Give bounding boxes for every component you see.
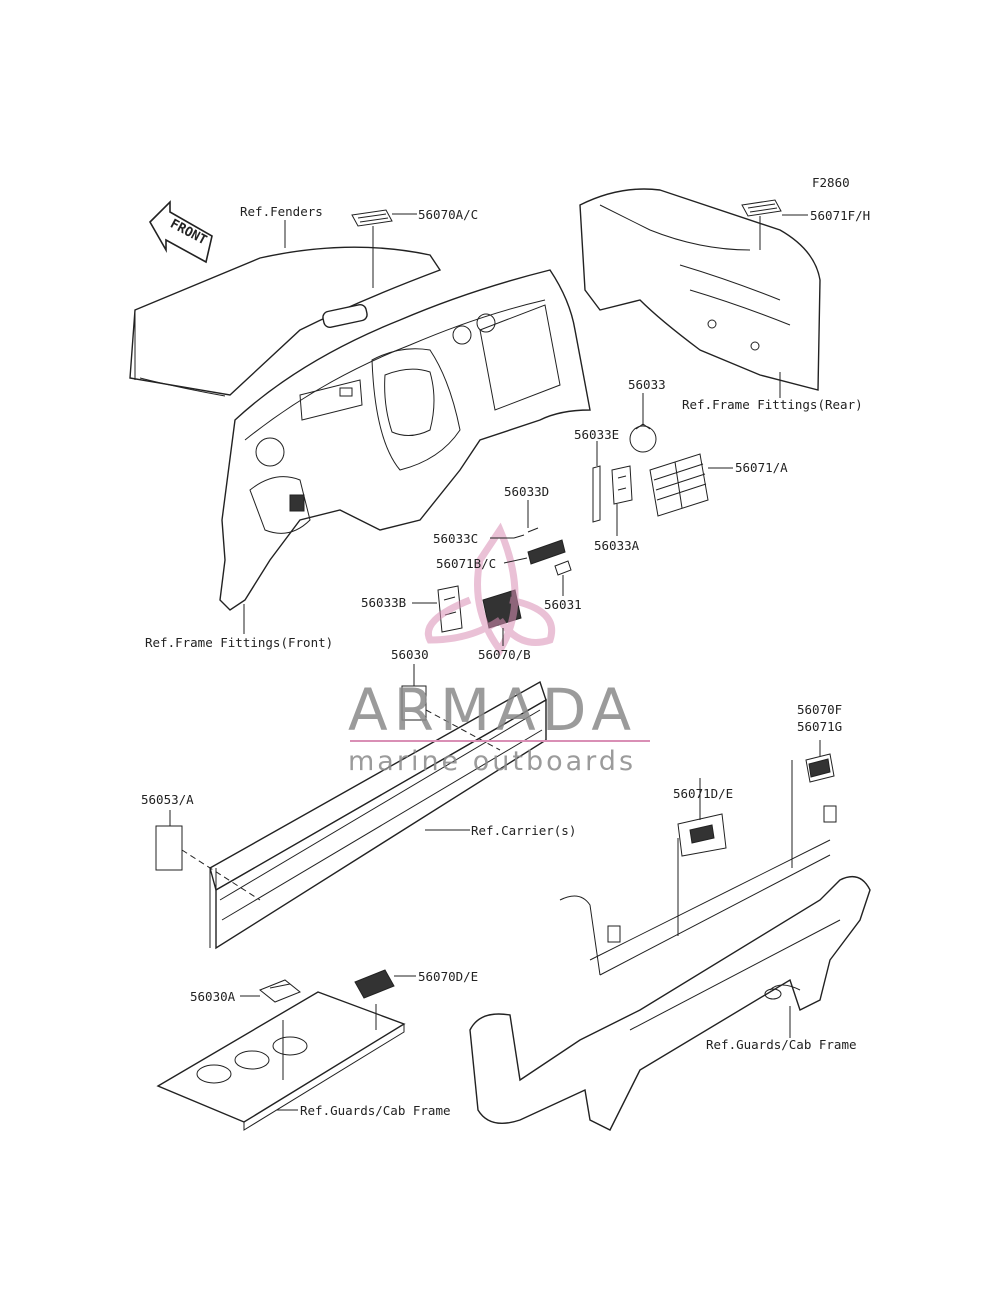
ref-carrier-label: Ref.Carrier(s) xyxy=(471,823,576,838)
part-label-56033E: 56033E xyxy=(574,427,619,442)
decal-56071DE xyxy=(677,813,727,857)
decal-56030A xyxy=(259,979,301,1003)
part-label-56071G: 56071G xyxy=(797,719,842,734)
watermark-logo xyxy=(425,522,555,657)
part-label-56031: 56031 xyxy=(544,597,582,612)
ref-frame-front-label: Ref.Frame Fittings(Front) xyxy=(145,635,333,650)
decal-56033E xyxy=(592,465,601,523)
watermark-brand: ARMADA xyxy=(348,676,637,744)
decal-56033A xyxy=(611,465,633,505)
skid-plate-part xyxy=(156,991,406,1131)
figure-code: F2860 xyxy=(812,175,850,190)
decal-56033D xyxy=(527,527,539,533)
watermark-tagline: marine outboards xyxy=(348,746,636,777)
guard-frame-part xyxy=(469,805,871,1131)
decal-56071A xyxy=(649,453,709,517)
decal-56070AC xyxy=(351,209,393,227)
decal-56033C xyxy=(513,534,525,539)
part-label-56071BC: 56071B/C xyxy=(436,556,496,571)
decal-56070F-56071G xyxy=(805,753,835,783)
part-label-56071A: 56071/A xyxy=(735,460,788,475)
part-label-56053A: 56053/A xyxy=(141,792,194,807)
part-label-56071FH: 56071F/H xyxy=(810,208,870,223)
part-label-56070AC: 56070A/C xyxy=(418,207,478,222)
part-label-56030A: 56030A xyxy=(190,989,236,1004)
part-label-56033: 56033 xyxy=(628,377,666,392)
decal-56053A xyxy=(155,825,261,901)
part-label-56070F: 56070F xyxy=(797,702,842,717)
decal-56071BC xyxy=(527,539,566,565)
decal-56031 xyxy=(554,560,572,576)
part-label-56030: 56030 xyxy=(391,647,429,662)
front-arrow-icon: FRONT xyxy=(149,200,213,264)
dashboard-part xyxy=(219,269,591,611)
decal-56033 xyxy=(629,423,657,453)
carrier-part xyxy=(209,680,547,950)
leader-lines xyxy=(169,213,821,1111)
ref-frame-rear-label: Ref.Frame Fittings(Rear) xyxy=(682,397,863,412)
part-label-56033B: 56033B xyxy=(361,595,406,610)
rear-panel-part xyxy=(579,188,821,391)
part-label-56033C: 56033C xyxy=(433,531,478,546)
part-label-56071DE: 56071D/E xyxy=(673,786,733,801)
part-label-56070DE: 56070D/E xyxy=(418,969,478,984)
decal-56071FH xyxy=(741,199,782,217)
ref-guards-left-label: Ref.Guards/Cab Frame xyxy=(300,1103,451,1118)
part-label-56070B: 56070/B xyxy=(478,647,531,662)
decal-56070DE xyxy=(354,969,395,999)
part-label-56033D: 56033D xyxy=(504,484,549,499)
part-label-56033A: 56033A xyxy=(594,538,640,553)
ref-guards-right-label: Ref.Guards/Cab Frame xyxy=(706,1037,857,1052)
ref-fenders-label: Ref.Fenders xyxy=(240,204,323,219)
fender-part xyxy=(129,246,442,397)
